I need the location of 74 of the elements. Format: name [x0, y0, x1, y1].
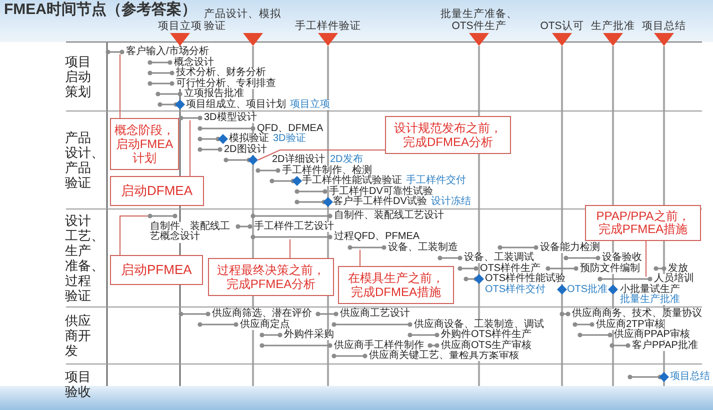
- gate-label: 批量生产准备、OTS件生产: [440, 8, 518, 32]
- callout: 启动PFMEA: [110, 255, 203, 285]
- duration-bar: [598, 276, 652, 282]
- duration-bar: [148, 214, 178, 218]
- task-label: 2D详细设计: [272, 155, 325, 165]
- task-label: 设备、工装调试: [464, 253, 534, 263]
- task-label: 供应商工艺设计: [340, 309, 410, 319]
- gate-label: 项目立项: [158, 20, 202, 32]
- task-label: 2D图设计: [224, 144, 267, 154]
- callout: 过程最终决策之前，完成PFMEA分析: [208, 258, 334, 296]
- task-label: 外购件采购: [284, 330, 334, 340]
- task-label: 人员培训: [654, 274, 694, 284]
- gate-label: 手工样件验证: [295, 20, 361, 32]
- task-label: 手工样件性能试验验证: [302, 176, 402, 186]
- duration-bar: [106, 50, 124, 54]
- phase-label: 项目启动策划: [65, 54, 91, 99]
- callout-pointer: [120, 216, 148, 256]
- task-label: 过程QFD、PFMEA: [334, 232, 420, 242]
- task-label: 客户手工样件DV试验: [333, 197, 427, 207]
- task-label: 客户PPAP批准: [632, 340, 698, 350]
- task-label: 设备、工装制造: [388, 242, 458, 252]
- task-label: OTS样件生产: [480, 264, 541, 274]
- duration-bar: [178, 116, 202, 120]
- gate-label: OTS认可: [540, 20, 584, 32]
- milestone-label: OTS样件交付: [485, 284, 546, 294]
- task-label: 客户输入/市场分析: [126, 47, 209, 57]
- task-label: 供应商定点: [240, 320, 290, 330]
- milestone-label: 项目总结: [670, 372, 710, 382]
- task-label: 3D模型设计: [204, 113, 257, 123]
- gate-label: 生产批准: [591, 20, 635, 32]
- task-label: 供应商2TP审核: [596, 320, 664, 330]
- task-label: 设备验收: [602, 253, 642, 263]
- task-label: 小批量试生产: [620, 284, 680, 294]
- gate-label: 产品设计、模拟验证: [204, 8, 282, 32]
- task-label: 手工样件DV可靠性试验: [329, 186, 433, 196]
- phase-label: 产品设计、产品验证: [65, 130, 104, 190]
- milestone-label: 3D验证: [273, 134, 306, 144]
- task-label: 供应商OTS生产审核: [441, 340, 532, 350]
- callout: PPAP/PPA之前，完成PFMEA措施: [585, 205, 701, 241]
- task-label: 外购件OTS样件生产: [441, 330, 532, 340]
- task-label: 项目组成立、项目计划: [186, 100, 286, 110]
- task-label: 供应商PPAP审核: [614, 330, 690, 340]
- milestone-label: 项目立项: [290, 100, 330, 110]
- task-label: 可行性分析、专利排查: [176, 78, 276, 88]
- task-label: 模拟验证: [229, 134, 269, 144]
- task-label: 概念设计: [174, 58, 214, 68]
- milestone-label: 批量生产批准: [620, 295, 680, 305]
- task-label: 立项报告批准: [184, 89, 244, 99]
- diagram-title: FMEA时间节点（参考答案）: [4, 1, 196, 19]
- task-label: OTS样件性能试验: [485, 274, 566, 284]
- milestone-label: 手工样件交付: [406, 176, 466, 186]
- milestone-label: 设计冻结: [431, 197, 471, 207]
- phase-label: 供应商开发: [65, 313, 91, 358]
- task-label: 手工样件制作、检测: [282, 166, 372, 176]
- task-label: 技术分析、财务分析: [176, 68, 266, 78]
- task-label: 供应商筛选、潜在评价: [212, 309, 312, 319]
- task-label: 预防文件编制: [580, 264, 640, 274]
- task-label: 自制件、装配线工艺设计: [334, 211, 444, 221]
- milestone-label: 2D发布: [330, 155, 363, 165]
- gate-label: 项目总结: [642, 20, 686, 32]
- duration-bar: [250, 234, 332, 240]
- task-label: 自制件、装配线工艺概念设计: [150, 222, 232, 242]
- task-label: 设备能力检测: [540, 242, 600, 252]
- phase-label: 项目验收: [65, 369, 91, 399]
- task-label: 发放: [668, 264, 688, 274]
- callout: 概念阶段，启动FMEA计划: [110, 118, 179, 170]
- task-label: 供应商手工样件制作: [334, 340, 424, 350]
- callout: 在模具生产之前，完成DFMEA措施: [338, 266, 454, 304]
- phase-label: 设计工艺、生产准备、过程验证: [65, 213, 104, 303]
- task-label: 供应商设备、工装制造、调试: [414, 320, 544, 330]
- duration-bar: [348, 245, 386, 250]
- callout: 设计规范发布之前，完成DFMEA分析: [385, 116, 511, 154]
- callout: 启动DFMEA: [110, 176, 204, 206]
- task-label: 供应商商务、技术、质量协议: [572, 309, 702, 319]
